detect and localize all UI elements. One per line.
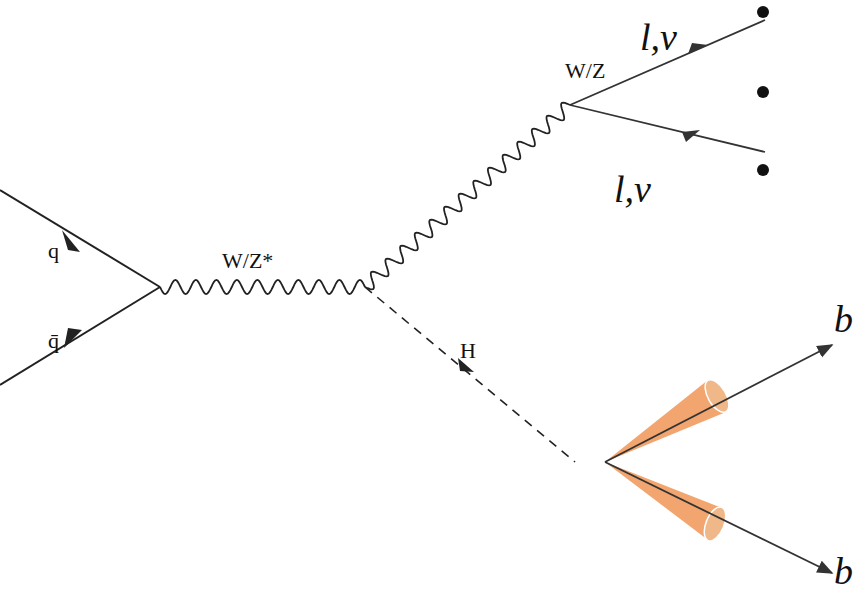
bullet [757, 164, 769, 176]
boson-label: W/Z* [222, 250, 273, 272]
fermion-arrow [688, 43, 708, 54]
b-quark-label: b [834, 300, 853, 338]
b-quark-line [605, 462, 832, 573]
b-quark-line [605, 345, 832, 462]
b-quark-label: b [834, 552, 853, 590]
higgs-label: H [460, 340, 476, 362]
quark-line [0, 190, 160, 287]
lepton-label: l,ν [640, 18, 677, 56]
fermion-arrow [682, 130, 700, 142]
boson-line [160, 280, 365, 294]
antiquark-line [0, 287, 160, 385]
lepton-line [570, 105, 765, 152]
quark-label: q [48, 240, 59, 262]
fermion-arrow [62, 230, 80, 252]
bullet [757, 86, 769, 98]
boson-line [365, 103, 570, 290]
boson-label: W/Z [565, 60, 605, 82]
lepton-label: l,ν [614, 170, 651, 208]
higgs-line [365, 287, 575, 462]
fermion-arrow [64, 328, 82, 348]
antiquark-label: q̄ [48, 330, 59, 352]
bullet [757, 6, 769, 18]
